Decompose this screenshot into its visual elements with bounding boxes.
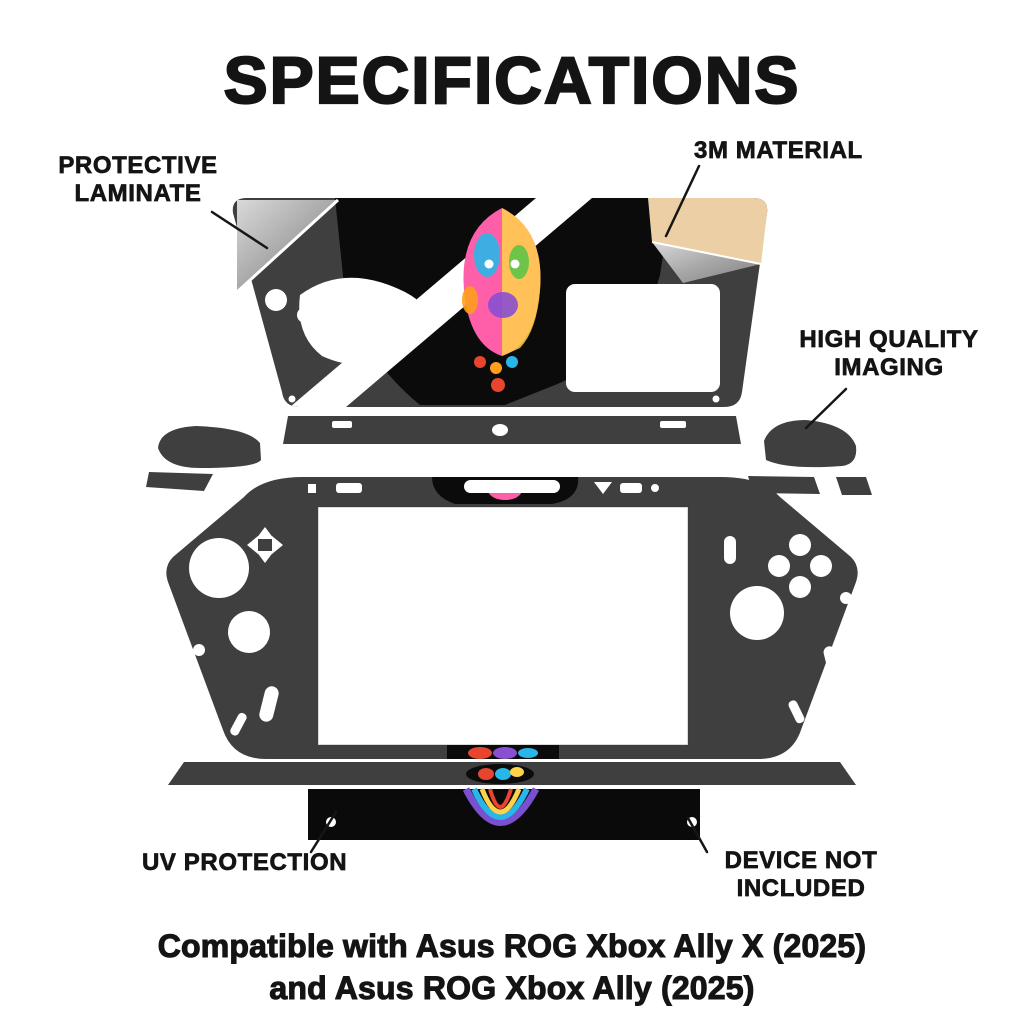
base-black-panel	[308, 787, 700, 840]
skin-bumper-left	[146, 426, 261, 491]
callout-high-quality-imaging: HIGH QUALITY IMAGING	[799, 326, 979, 382]
skin-back-panel	[232, 198, 768, 407]
character-art	[462, 208, 541, 392]
leader-line-protective-laminate	[210, 210, 269, 250]
skin-front-panel	[166, 477, 858, 759]
leader-lines	[210, 164, 848, 854]
leader-line-high-quality-imaging	[804, 387, 848, 430]
callout-3m-material: 3M MATERIAL	[694, 137, 863, 165]
callout-protective-laminate: PROTECTIVE LAMINATE	[58, 152, 218, 208]
leader-line-3m-material	[664, 164, 701, 238]
callout-uv-protection: UV PROTECTION	[142, 849, 348, 877]
compatibility-note: Compatible with Asus ROG Xbox Ally X (20…	[157, 927, 867, 1006]
skin-bumper-right	[748, 420, 872, 495]
page-title: SPECIFICATIONS	[222, 42, 801, 118]
leader-line-uv-protection	[309, 810, 338, 854]
skin-middle-bar	[283, 416, 741, 444]
skin-bottom-strip	[168, 762, 856, 785]
backing-peel-right	[648, 198, 768, 283]
screen-cutout	[317, 506, 689, 746]
leader-line-device-not-included	[686, 816, 709, 854]
callout-device-not-included: DEVICE NOT INCLUDED	[724, 847, 878, 903]
laminate-peel-left	[235, 198, 340, 294]
